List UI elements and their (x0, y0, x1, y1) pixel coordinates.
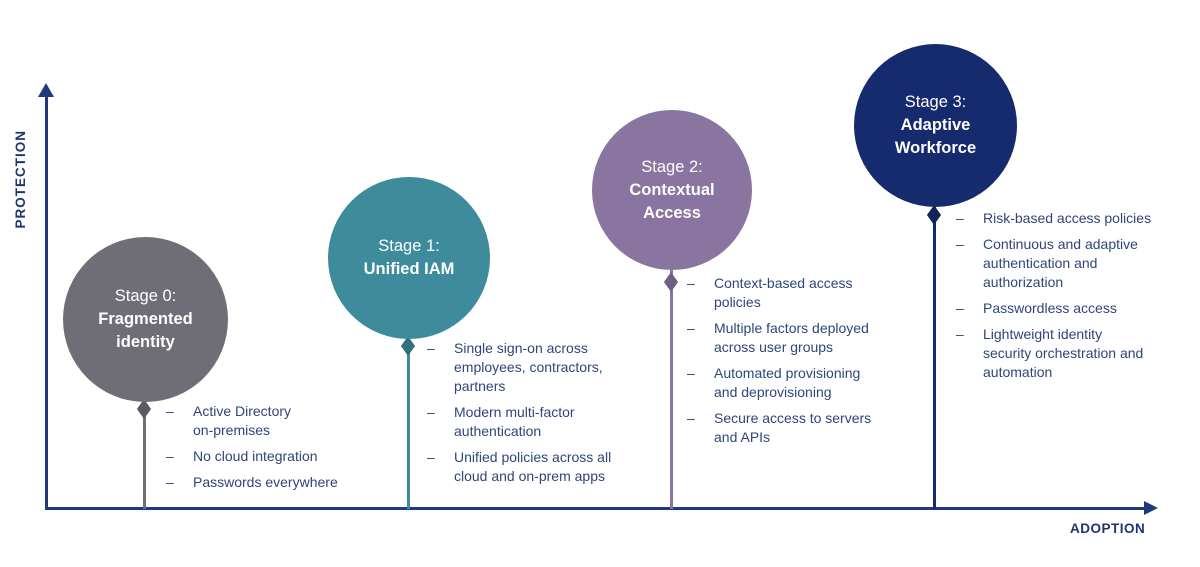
bullet-dash: – (166, 448, 174, 464)
bullet-text: Active Directory on-premises (193, 403, 292, 438)
bullet-dash: – (427, 404, 435, 420)
bullet-text: Context-based access policies (714, 275, 853, 310)
bullet-dash: – (956, 326, 964, 342)
bullet-text: Modern multi-factor authentication (454, 404, 575, 439)
stage-name: Unified IAM (363, 260, 455, 278)
bullet-item: – Lightweight identity security orchestra… (956, 325, 1191, 382)
bullet-item: – Single sign-on across employees, contra… (427, 339, 642, 396)
adoption-axis-arrowhead-icon (1144, 501, 1158, 515)
stage-stem (670, 268, 673, 509)
bullet-text: Passwordless access (983, 300, 1117, 316)
bullet-dash: – (166, 474, 174, 490)
bullet-dash: – (687, 275, 695, 291)
stage-bubble: Stage 3: Adaptive Workforce (854, 44, 1017, 207)
stage-bullet-list: – Single sign-on across employees, contra… (427, 339, 642, 493)
bullet-text: Risk-based access policies (983, 210, 1152, 226)
bullet-dash: – (427, 449, 435, 465)
bullet-item: – Passwords everywhere (166, 473, 366, 492)
stage-bubble: Stage 1: Unified IAM (328, 177, 490, 339)
protection-axis-arrowhead-icon (38, 83, 54, 97)
bullet-item: – Automated provisioning and deprovisioni… (687, 364, 912, 402)
bullet-item: – Multiple factors deployed across user g… (687, 319, 912, 357)
bullet-text: Unified policies across all cloud and on… (454, 449, 612, 484)
bullet-text: Multiple factors deployed across user gr… (714, 320, 869, 355)
bullet-item: – Unified policies across all cloud and o… (427, 448, 642, 486)
stage-name: Contextual Access (629, 180, 715, 222)
bullet-text: Lightweight identity security orchestrat… (983, 326, 1144, 380)
diamond-connector-icon (926, 205, 942, 225)
bullet-item: – Passwordless access (956, 299, 1191, 318)
bullet-dash: – (427, 340, 435, 356)
bullet-text: Single sign-on across employees, contrac… (454, 340, 603, 394)
bullet-text: Automated provisioning and deprovisionin… (714, 365, 861, 400)
bullet-item: – Modern multi-factor authentication (427, 403, 642, 441)
bullet-dash: – (956, 236, 964, 252)
bullet-dash: – (687, 410, 695, 426)
bullet-text: Passwords everywhere (193, 474, 338, 490)
bullet-item: – Risk-based access policies (956, 209, 1191, 228)
stage-stem (407, 337, 410, 509)
stage-bullet-list: – Risk-based access policies – Continuous a… (956, 209, 1191, 389)
stage-bubble: Stage 2: Contextual Access (592, 110, 752, 270)
stage-label: Stage 3: (904, 93, 967, 111)
bullet-item: – Context-based access policies (687, 274, 912, 312)
stage-bullet-list: – Context-based access policies – Multiple … (687, 274, 912, 454)
stage-stem (143, 400, 146, 509)
bullet-text: No cloud integration (193, 448, 318, 464)
adoption-axis-line (45, 507, 1147, 510)
bullet-dash: – (166, 403, 174, 419)
bullet-item: – Active Directory on-premises (166, 402, 366, 440)
bullet-text: Secure access to servers and APIs (714, 410, 872, 445)
bullet-dash: – (687, 365, 695, 381)
stage-label: Stage 2: (641, 157, 703, 176)
stage-name: Adaptive Workforce (894, 116, 977, 157)
bullet-item: – No cloud integration (166, 447, 366, 466)
stage-stem (933, 205, 936, 509)
stage-bubble: Stage 0: Fragmented identity (63, 237, 228, 402)
stage-label: Stage 1: (378, 237, 440, 255)
adoption-axis-label: ADOPTION (1070, 521, 1146, 536)
bullet-text: Continuous and adaptive authentication a… (983, 236, 1138, 290)
protection-axis-line (45, 94, 48, 509)
stage-label: Stage 0: (114, 287, 177, 305)
bullet-item: – Continuous and adaptive authentication … (956, 235, 1191, 292)
bullet-dash: – (956, 210, 964, 226)
stage-name: Fragmented identity (98, 310, 193, 351)
bullet-item: – Secure access to servers and APIs (687, 409, 912, 447)
bullet-dash: – (687, 320, 695, 336)
bullet-dash: – (956, 300, 964, 316)
stage-bullet-list: – Active Directory on-premises – No cloud i… (166, 402, 366, 499)
